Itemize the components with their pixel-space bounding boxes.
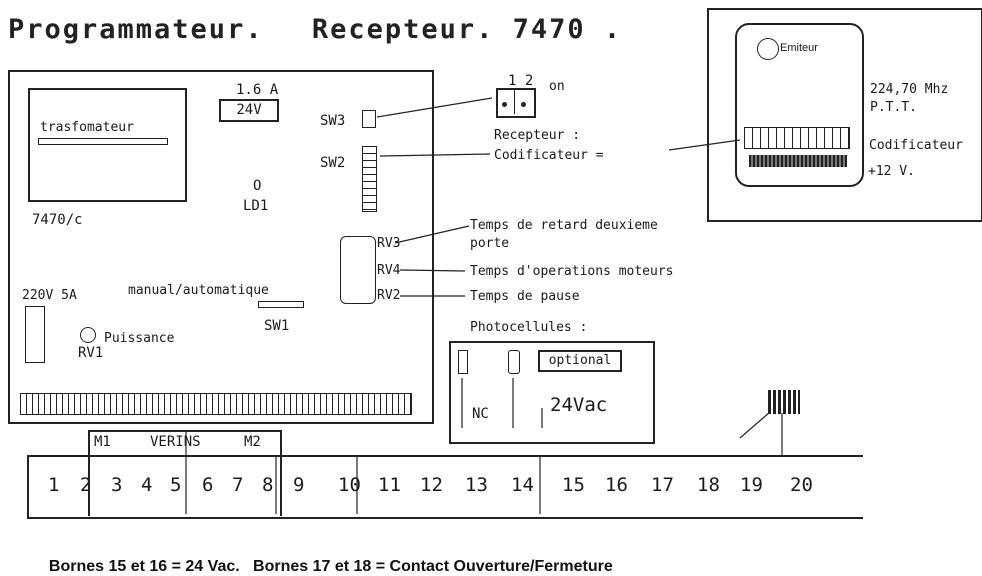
emitter-remote: [735, 23, 864, 187]
rv3-note-2: porte: [470, 236, 510, 251]
dip-divider: [514, 88, 515, 114]
title: Programmateur. Recepteur. 7470 .: [8, 14, 622, 45]
title-programmateur: Programmateur.: [8, 14, 264, 45]
terminal-number: 17: [651, 474, 674, 496]
emitter-name: Emiteur: [780, 42, 818, 54]
dip-switch: [496, 88, 536, 118]
rv1-icon: [80, 327, 96, 343]
optional-box: optional: [538, 350, 622, 372]
terminal-number: 8: [262, 474, 274, 496]
sw2-switch: [362, 146, 377, 212]
terminal-number: 10: [338, 474, 361, 496]
rv3-line: [394, 225, 470, 244]
antenna-icon: [768, 390, 800, 414]
terminal-number: 5: [170, 474, 182, 496]
rv4-label: RV4: [377, 263, 401, 278]
transformer-bar: [38, 138, 168, 145]
terminal-number: 16: [605, 474, 628, 496]
terminal-number: 13: [465, 474, 488, 496]
footer-note: Bornes 15 et 16 = 24 Vac. Bornes 17 et 1…: [40, 540, 613, 576]
photocells-label: Photocellules :: [470, 320, 588, 335]
emitter-battery: [749, 155, 847, 167]
transformer-block: [28, 88, 187, 202]
terminal-strip: [27, 455, 863, 519]
terminal-number: 15: [562, 474, 585, 496]
terminal-number: 1: [48, 474, 60, 496]
terminal-number: 3: [111, 474, 123, 496]
sw3-line: [376, 97, 493, 118]
antenna-wire-2: [739, 411, 771, 439]
led-label: LD1: [243, 198, 269, 214]
rv3-label: RV3: [377, 236, 401, 251]
fuse-label: 1.6 A: [236, 82, 279, 98]
verins-m2: M2: [244, 434, 261, 450]
terminal-number: 9: [293, 474, 305, 496]
rv4-line: [399, 269, 466, 272]
nc-label: NC: [472, 406, 489, 422]
board-terminal-strip: [20, 393, 412, 415]
rv3-note: Temps de retard deuxieme: [470, 218, 658, 233]
dip-dot-2: [521, 102, 526, 107]
sw1-label: SW1: [264, 318, 290, 334]
voltage-24-box: 24V: [219, 99, 279, 122]
dip-dot-1: [502, 102, 507, 107]
sw1-switch: [258, 301, 304, 308]
rv4-note: Temps d'operations moteurs: [470, 264, 674, 279]
photocells-box: [449, 341, 655, 444]
connection-lines: [88, 97, 783, 514]
sw2-label: SW2: [320, 155, 346, 171]
photocell-receiver-icon: [508, 350, 520, 374]
sw3-label: SW3: [320, 113, 346, 129]
emitter-button-icon: [757, 38, 779, 60]
terminal-number: 7: [232, 474, 244, 496]
verins-label: VERINS: [150, 434, 201, 450]
power-220-label: 220V 5A: [22, 288, 77, 303]
mode-label: manual/automatique: [128, 283, 269, 298]
rv2-label: RV2: [377, 288, 401, 303]
vac-label: 24Vac: [550, 394, 608, 416]
emitter-codif: Codificateur: [869, 138, 963, 153]
terminal-number: 6: [202, 474, 214, 496]
rv-block: [340, 236, 376, 304]
emitter-volt: +12 V.: [868, 164, 915, 179]
terminal-number: 12: [420, 474, 443, 496]
led-icon: O: [253, 178, 262, 194]
emitter-line: [668, 139, 741, 151]
puissance-label: Puissance: [104, 331, 175, 346]
terminal-number: 4: [141, 474, 153, 496]
sw2-line: [379, 153, 491, 157]
terminal-number: 11: [378, 474, 401, 496]
photocell-emitter-icon: [458, 350, 468, 374]
power-220-connector: [25, 306, 45, 363]
dip-on-label: on: [549, 79, 565, 94]
terminal-number: 18: [697, 474, 720, 496]
verins-m1: M1: [94, 434, 111, 450]
receiver-line2: Codificateur =: [494, 148, 604, 163]
emitter-ptt: P.T.T.: [870, 100, 917, 115]
terminal-number: 19: [740, 474, 763, 496]
model-label: 7470/c: [32, 212, 83, 228]
terminal-number: 2: [80, 474, 92, 496]
rv2-note: Temps de pause: [470, 289, 580, 304]
controller-board: [8, 70, 434, 424]
dip-pins-label: 1 2: [508, 73, 534, 89]
terminal-number: 14: [511, 474, 534, 496]
emitter-dip-switch: [744, 127, 850, 149]
title-recepteur: Recepteur. 7470 .: [311, 14, 623, 45]
footer-left: Bornes 15 et 16 = 24 Vac.: [48, 558, 240, 575]
rv1-label: RV1: [78, 345, 104, 361]
sw3-switch: [362, 110, 376, 128]
transformer-label: trasfomateur: [40, 120, 134, 135]
terminal-number: 20: [790, 474, 813, 496]
receiver-line1: Recepteur :: [494, 128, 581, 143]
footer-right: Bornes 17 et 18 = Contact Ouverture/Ferm…: [253, 558, 613, 575]
emitter-freq: 224,70 Mhz: [870, 82, 949, 97]
